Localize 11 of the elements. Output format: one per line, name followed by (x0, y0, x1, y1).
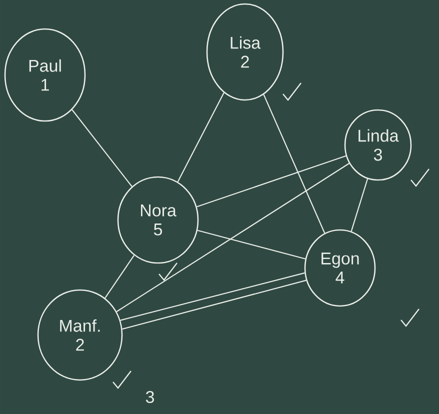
chalk-line (72, 109, 132, 187)
chalk-line (116, 162, 350, 312)
chalk-line (177, 92, 224, 182)
chalk-line (122, 280, 306, 330)
chalk-line (196, 155, 346, 208)
side-number: 3 (146, 390, 154, 404)
chalk-line (197, 230, 306, 260)
chalk-line (350, 178, 368, 232)
chalk-line (120, 272, 305, 321)
chalk-line (263, 94, 326, 234)
chalk-line (104, 254, 135, 298)
